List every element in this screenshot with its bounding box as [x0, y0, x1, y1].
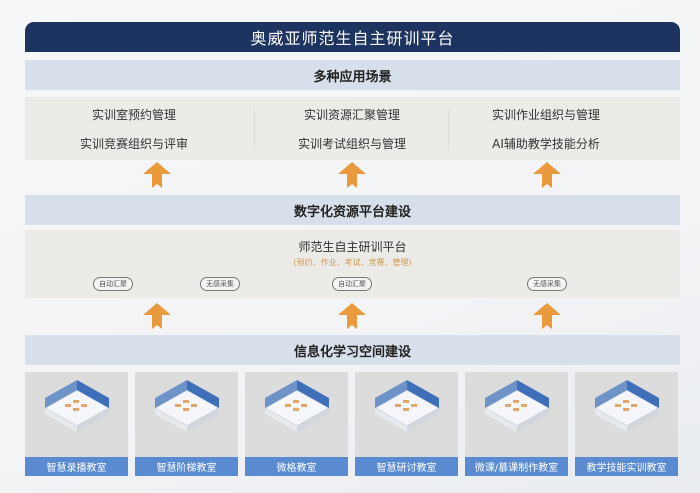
classroom-illustration-icon — [43, 380, 111, 432]
scenario-item: 实训考试组织与管理 — [297, 136, 406, 151]
up-arrow-icon — [338, 162, 366, 188]
classroom-illustration-icon — [593, 380, 661, 432]
room-label: 智慧研讨教室 — [355, 457, 458, 476]
classroom-illustration-icon — [263, 380, 331, 432]
scenario-item: 实训作业组织与管理 — [491, 107, 600, 122]
room-label: 智慧录播教室 — [25, 457, 128, 476]
platform-subtitle: (预约、作业、考试、竞赛、管理) — [293, 258, 412, 267]
band-application-scenarios: 多种应用场景 — [25, 60, 680, 90]
tag-auto-aggregate: 自动汇聚 — [332, 277, 372, 291]
classroom-illustration-icon — [153, 380, 221, 432]
classroom-illustration-icon — [373, 380, 441, 432]
up-arrow-icon — [533, 303, 561, 329]
band-learning-space: 信息化学习空间建设 — [25, 335, 680, 365]
tag-seamless-collect: 无感采集 — [200, 277, 240, 291]
room-card[interactable]: 微格教室 — [245, 372, 348, 476]
room-label: 智慧阶梯教室 — [135, 457, 238, 476]
platform-name: 师范生自主研训平台 — [298, 240, 407, 254]
scenarios-box: 实训室预约管理 实训竞赛组织与评审 实训资源汇聚管理 实训考试组织与管理 实训作… — [25, 97, 680, 160]
scenario-column: 实训作业组织与管理 AI辅助教学技能分析 — [437, 97, 655, 160]
scenario-item: 实训竞赛组织与评审 — [79, 136, 188, 151]
page-title: 奥威亚师范生自主研训平台 — [25, 22, 680, 52]
tag-seamless-collect: 无感采集 — [527, 277, 567, 291]
room-card[interactable]: 微课/慕课制作教室 — [465, 372, 568, 476]
divider — [448, 109, 449, 149]
band-digital-platform: 数字化资源平台建设 — [25, 195, 680, 225]
room-label: 微格教室 — [245, 457, 348, 476]
scenario-column: 实训资源汇聚管理 实训考试组织与管理 — [243, 97, 461, 160]
scenario-item: 实训资源汇聚管理 — [303, 107, 400, 122]
room-card[interactable]: 智慧录播教室 — [25, 372, 128, 476]
scenario-column: 实训室预约管理 实训竞赛组织与评审 — [25, 97, 243, 160]
room-card[interactable]: 教学技能实训教室 — [575, 372, 678, 476]
tag-auto-aggregate: 自动汇聚 — [93, 277, 133, 291]
divider — [254, 109, 255, 149]
room-card[interactable]: 智慧阶梯教室 — [135, 372, 238, 476]
scenario-item: 实训室预约管理 — [91, 107, 176, 122]
platform-box: 师范生自主研训平台 (预约、作业、考试、竞赛、管理) 自动汇聚 无感采集 自动汇… — [25, 230, 680, 298]
up-arrow-icon — [533, 162, 561, 188]
room-label: 微课/慕课制作教室 — [465, 457, 568, 476]
room-card[interactable]: 智慧研讨教室 — [355, 372, 458, 476]
classroom-illustration-icon — [483, 380, 551, 432]
room-label: 教学技能实训教室 — [575, 457, 678, 476]
up-arrow-icon — [338, 303, 366, 329]
up-arrow-icon — [143, 303, 171, 329]
up-arrow-icon — [143, 162, 171, 188]
scenario-item: AI辅助教学技能分析 — [492, 136, 600, 151]
